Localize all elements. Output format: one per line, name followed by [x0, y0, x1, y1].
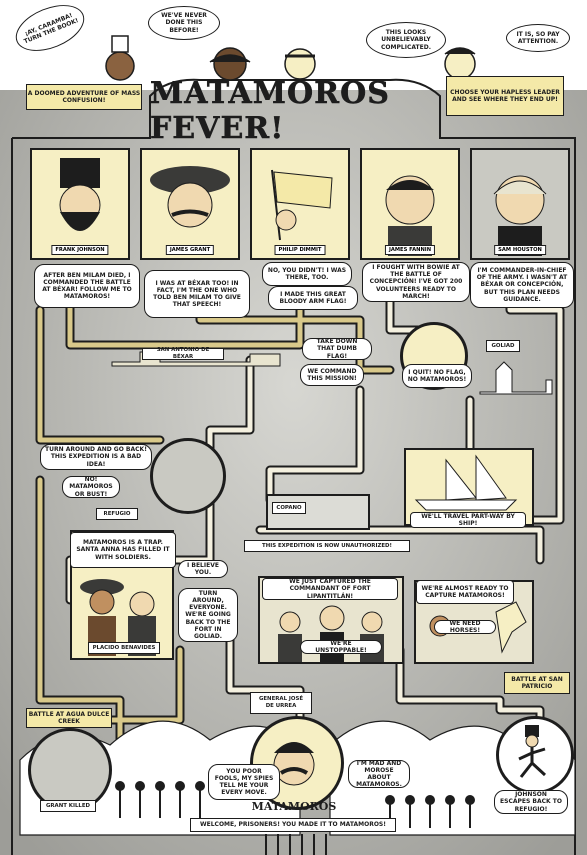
speech-turn-everyone: TURN AROUND, EVERYONE. WE'RE GOING BACK … [178, 588, 238, 642]
goliad-fort-icon [479, 361, 553, 395]
speech-horses: WE NEED HORSES! [434, 620, 496, 634]
quote-james-fannin: I FOUGHT WITH BOWIE AT THE BATTLE OF CON… [362, 262, 470, 302]
urrea-face-icon [273, 742, 315, 786]
leader-name: JAMES GRANT [165, 245, 215, 255]
portrait-james-grant[interactable]: JAMES GRANT [140, 148, 240, 260]
portrait-frank-johnson[interactable]: FRANK JOHNSON [30, 148, 130, 260]
place-matamoros: MATAMOROS [251, 800, 337, 813]
speech-ship: WE'LL TRAVEL PART-WAY BY SHIP! [410, 512, 526, 528]
johnson-escapes-medallion [496, 716, 574, 794]
soldiers-left-icon [115, 781, 205, 818]
james-fannin-face-icon [385, 175, 435, 256]
frank-johnson-face-icon [59, 158, 101, 231]
speech-trap: MATAMOROS IS A TRAP. SANTA ANNA HAS FILL… [70, 532, 176, 568]
speech-bubble-complicated: THIS LOOKS UNBELIEVABLY COMPLICATED. [366, 22, 446, 58]
speech-almost: WE'RE ALMOST READY TO CAPTURE MATAMOROS! [416, 580, 514, 604]
speech-turn-around: TURN AROUND AND GO BACK! THIS EXPEDITION… [40, 444, 152, 470]
label-general-urrea: GENERAL JOSÉ DE URREA [250, 692, 312, 714]
houston-medallion [150, 438, 226, 514]
leader-name: SAM HOUSTON [494, 245, 546, 255]
leader-name: PHILIP DIMMIT [274, 245, 326, 255]
page-title: MATAMOROS FEVER! [150, 76, 390, 147]
copano-scene [266, 494, 370, 530]
welcome-banner: WELCOME, PRISONERS! YOU MADE IT TO MATAM… [190, 818, 396, 832]
soldiers-right-icon [385, 795, 475, 828]
speech-johnson-escapes: JOHNSON ESCAPES BACK TO REFUGIO! [494, 790, 568, 814]
quote-sam-houston: I'M COMMANDER-IN-CHIEF OF THE ARMY. I WA… [470, 262, 574, 308]
speech-bubble-attention: IT IS, SO PAY ATTENTION. [506, 24, 570, 52]
portrait-james-fannin[interactable]: JAMES FANNIN [360, 148, 460, 260]
sam-houston-face-icon [493, 175, 547, 256]
james-grant-face-icon [150, 166, 230, 228]
place-refugio: REFUGIO [96, 508, 138, 520]
speech-take-down-flag: TAKE DOWN THAT DUMB FLAG! [302, 338, 372, 360]
quote-james-grant: I WAS AT BÉXAR TOO! IN FACT, I'M THE ONE… [144, 270, 250, 318]
place-goliad: GOLIAD [486, 340, 520, 352]
label-grant-killed: GRANT KILLED [40, 800, 96, 812]
place-san-patricio: BATTLE AT SAN PATRICIO [504, 672, 570, 694]
speech-no-matamoros: NO! MATAMOROS OR BUST! [62, 476, 120, 498]
banner-doomed: A DOOMED ADVENTURE OF MASS CONFUSION! [26, 84, 142, 110]
speech-spies: YOU POOR FOOLS, MY SPIES TELL ME YOUR EV… [208, 764, 280, 800]
top-characters [105, 35, 476, 81]
place-copano: COPANO [272, 502, 306, 514]
gate-icon [265, 834, 327, 855]
speech-believe: I BELIEVE YOU. [178, 560, 228, 578]
speech-morose: I'M MAD AND MOROSE ABOUT MATAMOROS. [348, 760, 410, 788]
unauthorized-banner: THIS EXPEDITION IS NOW UNAUTHORIZED! [244, 540, 410, 552]
bloody-arm-flag-icon [271, 169, 333, 241]
place-bexar: SAN ANTONIO DE BÉXAR [142, 347, 224, 360]
speech-unstoppable: WE'RE UNSTOPPABLE! [300, 640, 382, 654]
quote-frank-johnson: AFTER BEN MILAM DIED, I COMMANDED THE BA… [34, 264, 140, 308]
banner-choose: CHOOSE YOUR HAPLESS LEADER AND SEE WHERE… [446, 76, 564, 116]
place-agua-dulce: BATTLE AT AGUA DULCE CREEK [26, 708, 112, 728]
speech-we-command: WE COMMAND THIS MISSION! [300, 364, 364, 386]
quote-philip-dimmit-flag: I MADE THIS GREAT BLOODY ARM FLAG! [268, 286, 358, 310]
portrait-sam-houston[interactable]: SAM HOUSTON [470, 148, 570, 260]
quote-philip-dimmit: NO, YOU DIDN'T! I WAS THERE, TOO. [262, 262, 352, 286]
label-placido: PLACIDO BENAVIDES [88, 642, 160, 654]
speech-captured: WE JUST CAPTURED THE COMMANDANT OF FORT … [262, 578, 398, 600]
running-man-icon [518, 725, 547, 778]
speech-i-quit: I QUIT! NO FLAG, NO MATAMOROS! [402, 364, 472, 388]
portrait-philip-dimmit[interactable]: PHILIP DIMMIT [250, 148, 350, 260]
leader-name: JAMES FANNIN [384, 245, 436, 255]
leader-name: FRANK JOHNSON [51, 245, 109, 255]
ship-icon [414, 454, 518, 511]
speech-bubble-never: WE'VE NEVER DONE THIS BEFORE! [148, 6, 220, 40]
